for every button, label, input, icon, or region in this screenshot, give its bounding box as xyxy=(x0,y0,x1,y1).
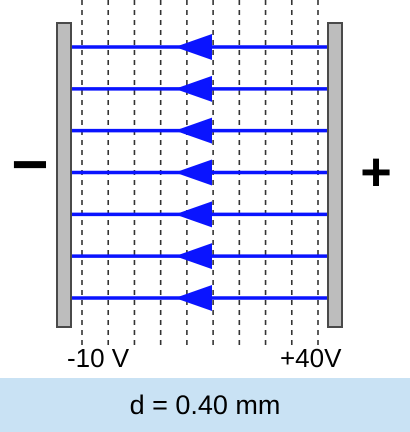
field-line xyxy=(72,117,327,144)
positive-sign: + xyxy=(360,142,392,202)
field-line xyxy=(72,34,327,60)
field-arrow-icon xyxy=(175,243,212,270)
field-arrow-icon xyxy=(175,117,212,144)
plate-separation: d = 0.40 mm xyxy=(129,390,281,420)
field-arrow-icon xyxy=(175,75,212,102)
field-lines xyxy=(72,34,327,311)
positive-plate xyxy=(327,22,343,328)
separation-banner xyxy=(0,378,410,432)
left-plate-voltage: -10 V xyxy=(67,343,130,373)
negative-sign: − xyxy=(11,128,48,200)
field-line xyxy=(72,75,327,102)
field-arrow-icon xyxy=(175,285,212,311)
field-line xyxy=(72,243,327,270)
field-line xyxy=(72,201,327,228)
field-arrow-icon xyxy=(175,34,212,60)
field-arrow-icon xyxy=(175,201,212,228)
right-plate-voltage: +40V xyxy=(280,343,342,373)
field-line xyxy=(72,285,327,311)
field-arrow-icon xyxy=(175,159,212,186)
negative-plate xyxy=(56,22,72,328)
field-line xyxy=(72,159,327,186)
